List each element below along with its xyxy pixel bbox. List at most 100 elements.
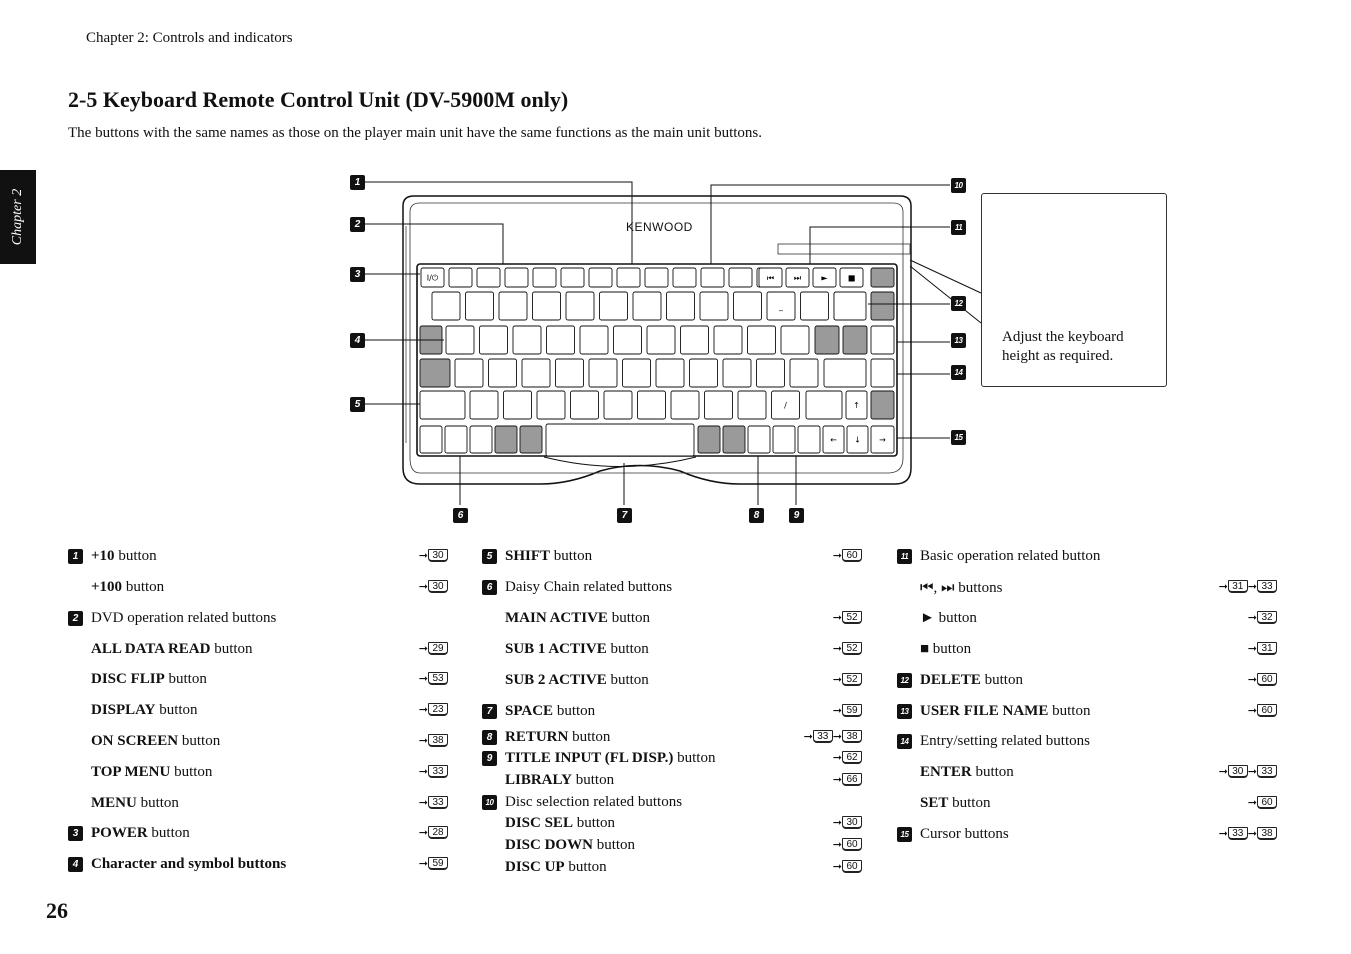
entry-label: ON SCREEN button bbox=[91, 733, 220, 750]
page-book-icon: 30 bbox=[1227, 765, 1248, 778]
key-row5-7 bbox=[670, 390, 700, 420]
entry-button-name: ON SCREEN bbox=[91, 733, 179, 749]
key-row4-5 bbox=[588, 358, 618, 388]
entry-button-name: SHIFT bbox=[505, 548, 551, 564]
callout-12: 12 bbox=[951, 296, 966, 311]
entry-label: DISC FLIP button bbox=[91, 671, 207, 688]
key-row4-2 bbox=[488, 358, 517, 388]
entry-label: TITLE INPUT (FL DISP.) button bbox=[505, 750, 715, 767]
key-row4-11 bbox=[789, 358, 819, 388]
entry-button-name: RETURN bbox=[505, 729, 569, 745]
key-corner-3 bbox=[870, 390, 895, 420]
callout-7: 7 bbox=[617, 508, 632, 523]
reference-arrow-icon: ➞ bbox=[832, 731, 842, 743]
page-reference: ➞60 bbox=[1248, 673, 1277, 686]
entry-text: button bbox=[572, 815, 616, 831]
brand-logo: KENWOOD bbox=[626, 220, 693, 234]
page-reference: ➞62 bbox=[833, 751, 862, 764]
key-row2-11 bbox=[766, 291, 796, 321]
page-book-icon: 30 bbox=[428, 549, 448, 562]
callout-number: 2 bbox=[68, 611, 83, 626]
entry-label: DISC SEL button bbox=[505, 815, 615, 832]
key-shift bbox=[419, 390, 466, 420]
page-book-icon: 60 bbox=[842, 549, 862, 562]
key-stop bbox=[839, 267, 864, 288]
callout-number: 8 bbox=[482, 730, 497, 745]
entry-label: +10 button bbox=[91, 548, 157, 565]
key-function-10 bbox=[700, 267, 725, 288]
key-row2-10 bbox=[733, 291, 762, 321]
callout-number: 5 bbox=[482, 549, 497, 564]
key-row2-11-label: _ bbox=[778, 302, 784, 311]
page-reference: ➞29 bbox=[419, 642, 448, 655]
reference-arrow-icon: ➞ bbox=[1247, 766, 1257, 778]
page-reference: ➞60 bbox=[1248, 704, 1277, 717]
callout-number: 6 bbox=[482, 580, 497, 595]
entry-button-name: DISC DOWN bbox=[505, 837, 593, 853]
page-book-icon: 31 bbox=[1227, 580, 1248, 593]
key-row5-6 bbox=[637, 390, 666, 420]
callout-number: 4 bbox=[68, 857, 83, 872]
callout-number: 12 bbox=[897, 673, 912, 688]
key-caps bbox=[419, 358, 451, 388]
entry-text: button bbox=[550, 548, 593, 564]
key-row2-1 bbox=[431, 291, 461, 321]
callout-4: 4 bbox=[350, 333, 365, 348]
entry-text: button bbox=[178, 733, 221, 749]
entry-label: DELETE button bbox=[920, 672, 1023, 689]
key-row3-5 bbox=[579, 325, 609, 355]
key-play bbox=[812, 267, 837, 288]
callout-number: 13 bbox=[897, 704, 912, 719]
page-book-icon: 38 bbox=[1257, 827, 1277, 840]
page-book-icon: 52 bbox=[842, 642, 862, 655]
entry-text: button bbox=[568, 729, 611, 745]
page-book-icon: 66 bbox=[842, 773, 862, 786]
entry-text: button bbox=[673, 750, 716, 766]
entry-button-name: TOP MENU bbox=[91, 764, 171, 780]
callout-13: 13 bbox=[951, 333, 966, 348]
entry-text: button bbox=[553, 703, 596, 719]
key-row4-6 bbox=[622, 358, 651, 388]
key-next-label: ⏭ bbox=[794, 274, 801, 283]
callout-3: 3 bbox=[350, 267, 365, 282]
page-number: 26 bbox=[46, 898, 68, 923]
reference-arrow-icon: ➞ bbox=[832, 643, 842, 655]
reference-arrow-icon: ➞ bbox=[418, 797, 428, 809]
page-reference: ➞60 bbox=[1248, 796, 1277, 809]
entry-label: ALL DATA READ button bbox=[91, 641, 253, 658]
key-corner-2 bbox=[870, 291, 895, 321]
entry-text: button bbox=[564, 859, 607, 875]
page-reference: ➞31 bbox=[1248, 642, 1277, 655]
page-book-icon: 31 bbox=[1257, 642, 1277, 655]
reference-arrow-icon: ➞ bbox=[1247, 828, 1257, 840]
page-book-icon: 62 bbox=[842, 751, 862, 764]
page-book-icon: 33 bbox=[1227, 827, 1248, 840]
entry-button-name: ALL DATA READ bbox=[91, 641, 211, 657]
key-row3-2 bbox=[479, 325, 508, 355]
page-book-icon: 52 bbox=[842, 611, 862, 624]
key-user-file-2 bbox=[842, 325, 868, 355]
reference-arrow-icon: ➞ bbox=[418, 827, 428, 839]
callout-10: 10 bbox=[951, 178, 966, 193]
key-up bbox=[845, 390, 868, 420]
page-reference: ➞59 bbox=[419, 857, 448, 870]
key-row4-10 bbox=[756, 358, 785, 388]
key-row2-3 bbox=[498, 291, 528, 321]
entry-text: button bbox=[571, 772, 615, 788]
key-row5-4 bbox=[570, 390, 599, 420]
entry-label: MAIN ACTIVE button bbox=[505, 610, 650, 627]
entry-text: button bbox=[114, 548, 157, 564]
page-reference: ➞28 bbox=[419, 826, 448, 839]
key-row4-8 bbox=[689, 358, 718, 388]
page-reference: ➞33➞38 bbox=[804, 730, 862, 743]
reference-arrow-icon: ➞ bbox=[418, 581, 428, 593]
page-reference: ➞52 bbox=[833, 642, 862, 655]
page-reference: ➞33➞38 bbox=[1219, 827, 1277, 840]
key-play-label: ► bbox=[821, 274, 828, 283]
chapter-tab-label: Chapter 2 bbox=[10, 188, 25, 246]
key-row5-9 bbox=[737, 390, 767, 420]
entry-label: DISC DOWN button bbox=[505, 837, 635, 854]
key-row2-4 bbox=[532, 291, 561, 321]
page-book-icon: 28 bbox=[428, 826, 448, 839]
entry-label: DISPLAY button bbox=[91, 702, 198, 719]
